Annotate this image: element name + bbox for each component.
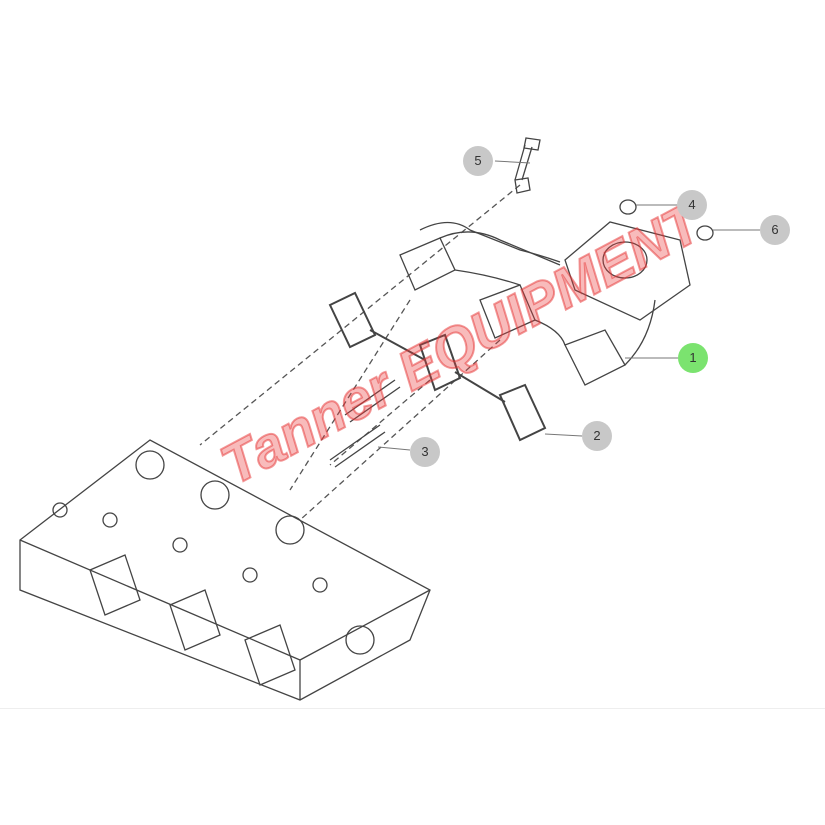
callout-6[interactable]: 6: [760, 215, 790, 245]
callout-5[interactable]: 5: [463, 146, 493, 176]
exhaust-manifold: [399, 221, 691, 386]
stud-pins: [329, 379, 401, 468]
leader-lines: [377, 160, 760, 451]
nut: [619, 199, 637, 215]
callout-2[interactable]: 2: [582, 421, 612, 451]
divider: [0, 708, 825, 709]
gasket: [328, 291, 547, 442]
callout-1[interactable]: 1: [678, 343, 708, 373]
cylinder-head: [19, 439, 431, 701]
bolt: [514, 137, 541, 194]
callout-4[interactable]: 4: [677, 190, 707, 220]
callout-3[interactable]: 3: [410, 437, 440, 467]
alignment-lines: [199, 184, 521, 521]
spacer: [696, 225, 714, 241]
